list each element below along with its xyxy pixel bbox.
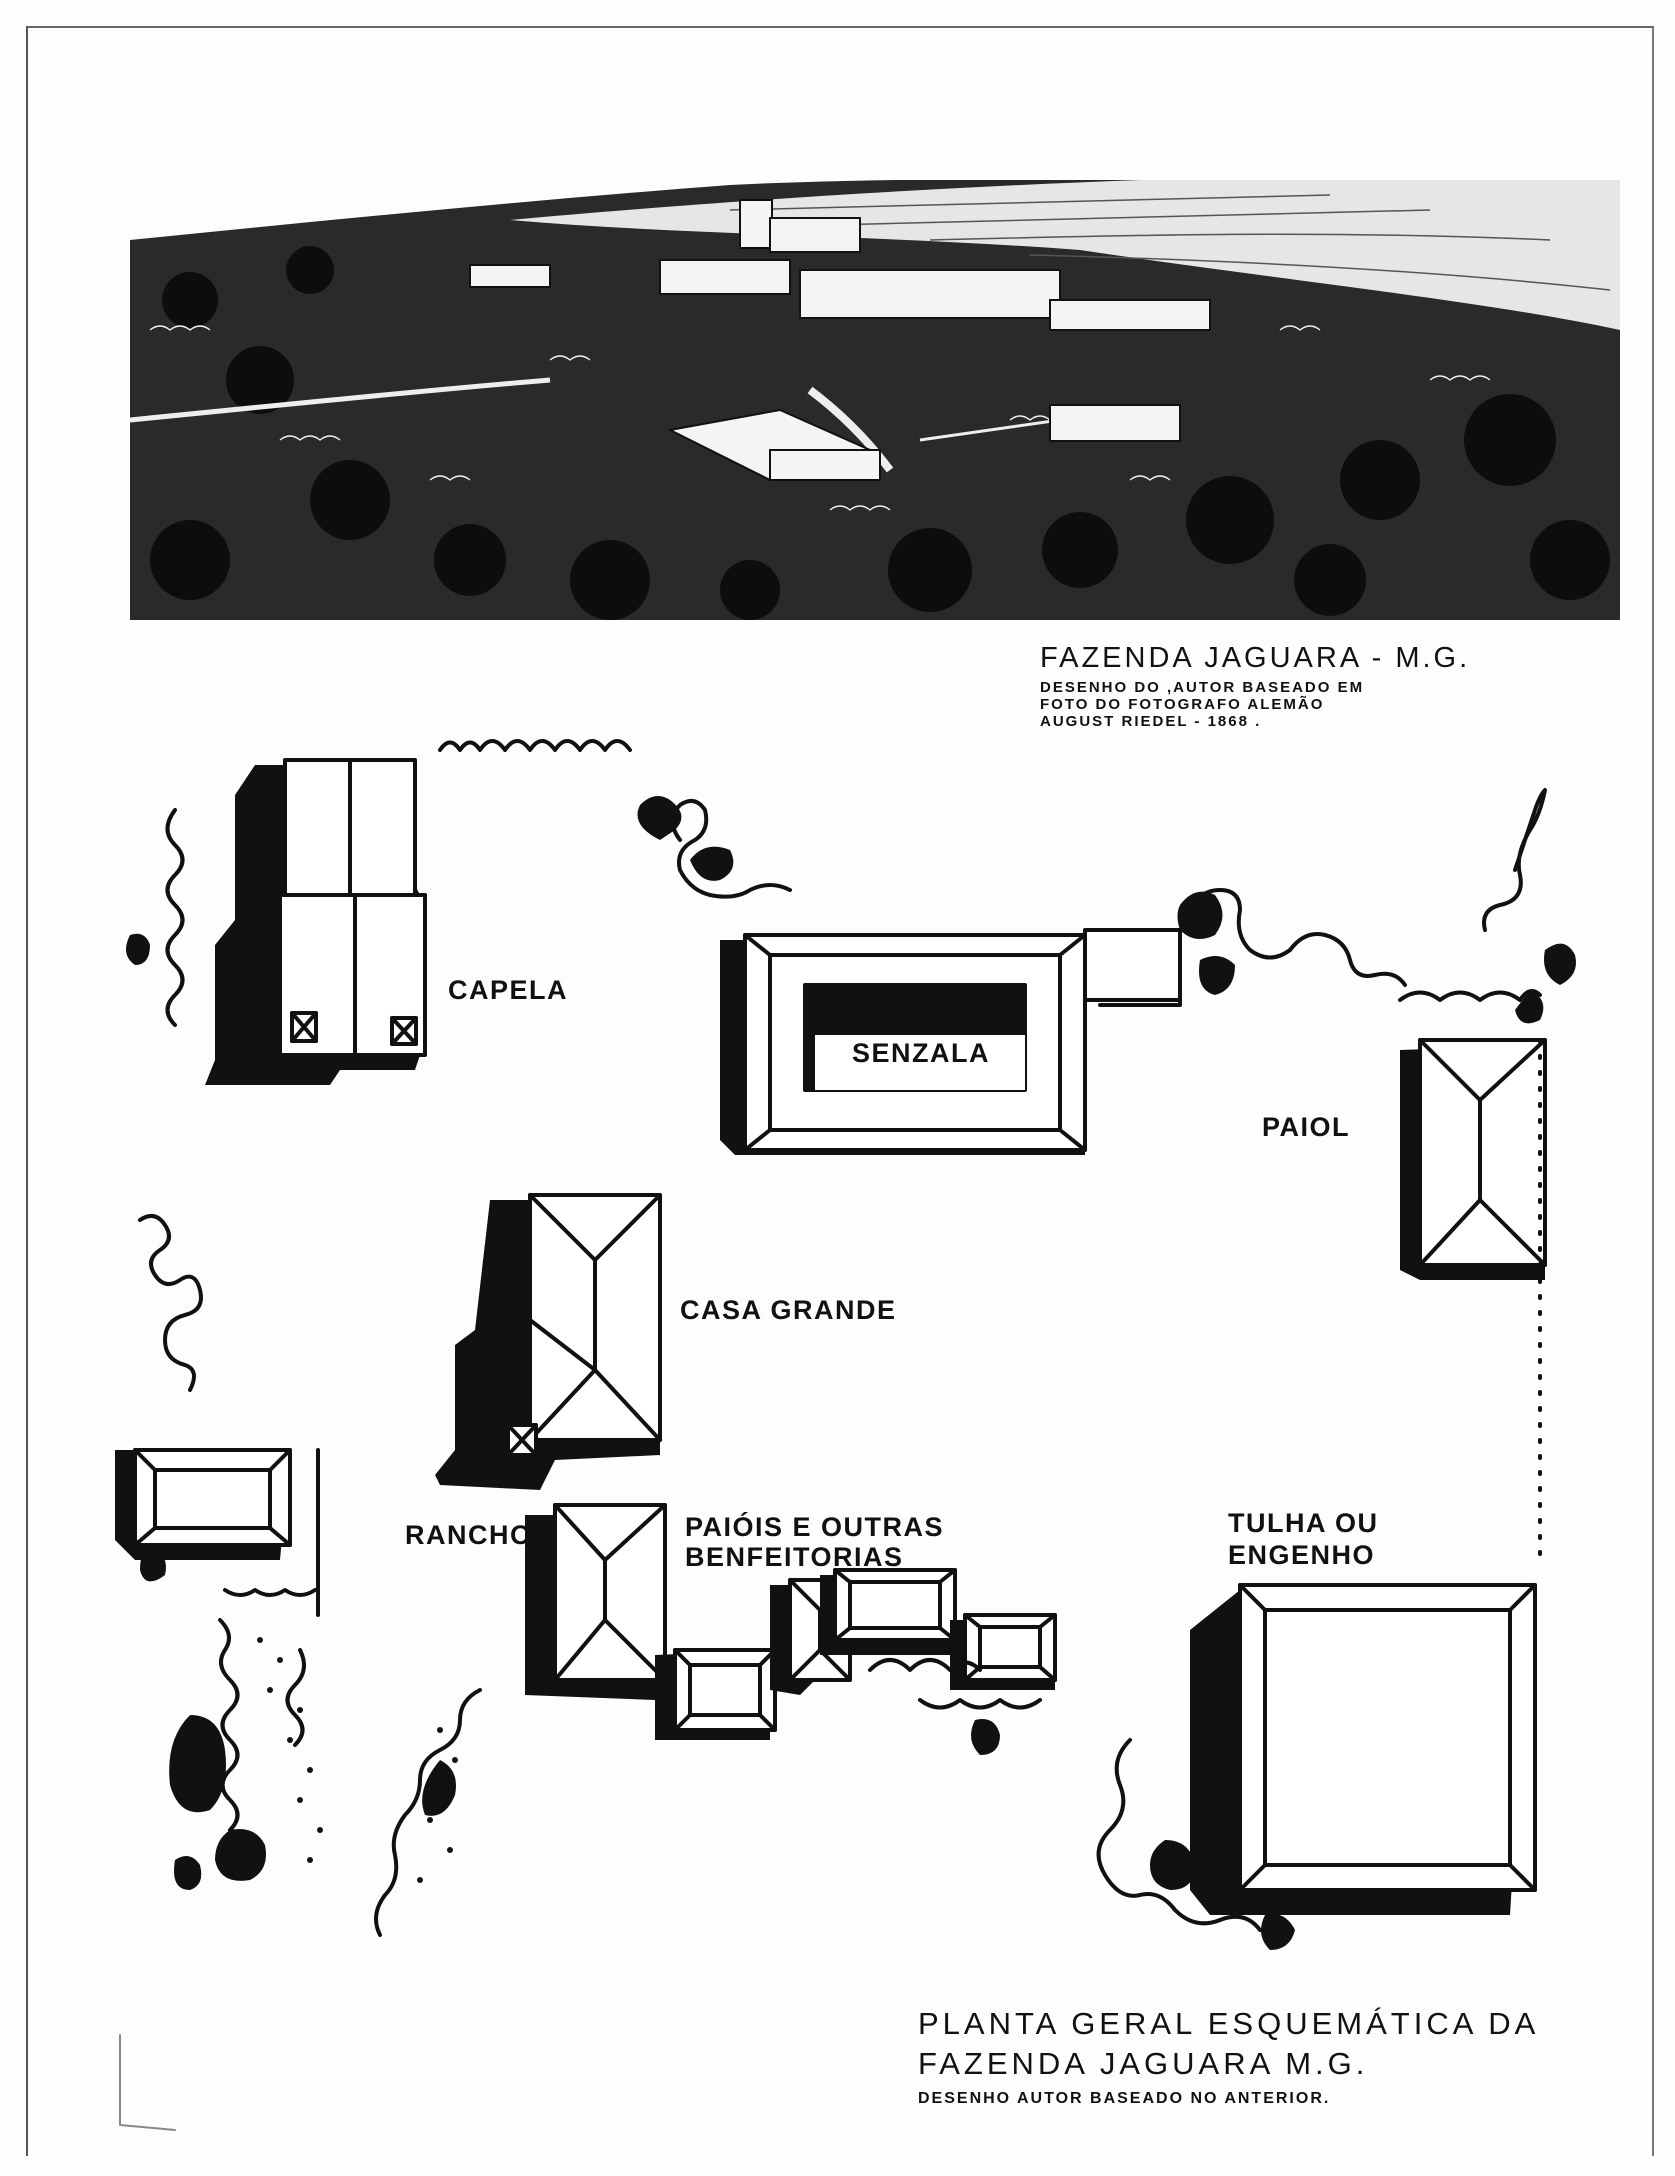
label-paiol: PAIOL — [1262, 1112, 1350, 1142]
label-tulha-line-1: TULHA OU — [1228, 1508, 1379, 1538]
label-casa-grande: CASA GRANDE — [680, 1295, 897, 1325]
label-paiois-line-1: PAIÓIS E OUTRAS — [685, 1512, 945, 1542]
chapel-tower — [739, 199, 773, 249]
label-senzala: SENZALA — [852, 1038, 990, 1068]
foliage-highlights — [149, 325, 1491, 511]
rancho — [469, 264, 551, 288]
vegetation-scallops — [138, 739, 1547, 1937]
fazenda-landscape-illustration — [130, 180, 1620, 620]
senzala-building — [720, 928, 1182, 1155]
casa-grande — [659, 259, 791, 295]
tulha — [1049, 404, 1181, 442]
paiol — [1049, 299, 1211, 331]
foliage-texture — [150, 246, 1610, 620]
illustration-caption-line-3: AUGUST RIEDEL - 1868 . — [1040, 713, 1262, 730]
path — [807, 386, 894, 473]
paiol-building — [1400, 1038, 1547, 1280]
plan-title-line-1: PLANTA GERAL ESQUEMÁTICA DA — [918, 2006, 1540, 2041]
engenho — [769, 449, 881, 481]
rancho-building — [115, 1448, 320, 1617]
paiois-buildings — [525, 1503, 1057, 1740]
plan-title-line-2: FAZENDA JAGUARA M.G. — [918, 2046, 1369, 2081]
sheet-frame — [26, 26, 1654, 2156]
tulha-engenho-building — [1190, 1583, 1537, 1915]
casa-grande-building — [435, 1193, 662, 1490]
illustration-title: FAZENDA JAGUARA - M.G. — [1040, 642, 1471, 674]
label-capela: CAPELA — [448, 975, 569, 1005]
vegetation-masses — [126, 796, 1576, 1950]
hill-hatching — [729, 194, 1611, 291]
illustration-caption-line-2: FOTO DO FOTOGRAFO ALEMÃO — [1040, 696, 1325, 713]
label-rancho: RANCHO — [405, 1520, 533, 1550]
plan-subtitle: DESENHO AUTOR BASEADO NO ANTERIOR. — [918, 2090, 1331, 2107]
label-paiois-line-2: BENFEITORIAS — [685, 1542, 904, 1572]
illustration-caption-line-1: DESENHO DO ,AUTOR BASEADO EM — [1040, 679, 1365, 696]
illustration-buildings — [469, 199, 1211, 482]
senzala — [799, 269, 1061, 319]
capela-building — [205, 758, 427, 1085]
label-tulha-line-2: ENGENHO — [1228, 1540, 1376, 1570]
chapel — [769, 217, 861, 253]
corner-mark — [119, 2034, 176, 2131]
stipple — [257, 1637, 458, 1883]
road — [130, 377, 551, 423]
